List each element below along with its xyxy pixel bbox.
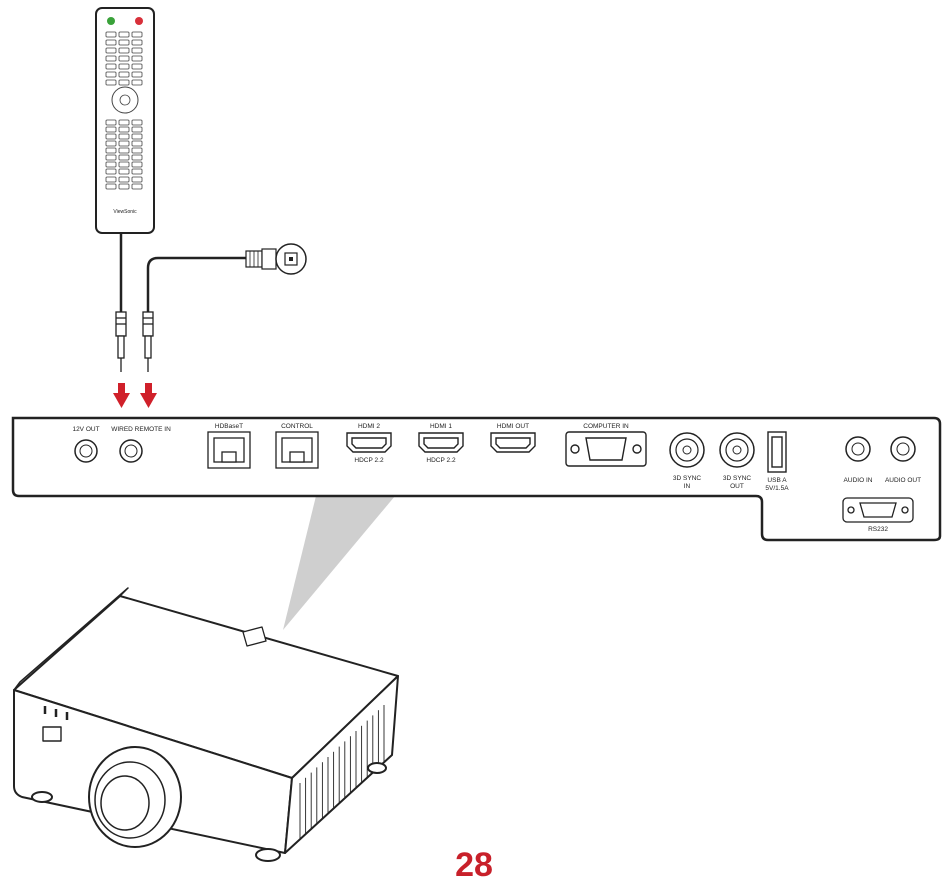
power-on-button-icon bbox=[107, 17, 115, 25]
wired-remote-in-jack-icon bbox=[119, 439, 143, 463]
remote-keypad bbox=[105, 31, 143, 190]
ir-receiver-cable bbox=[146, 256, 248, 312]
zoom-callout bbox=[283, 496, 395, 630]
port-label-usb-a-1: USB A bbox=[767, 477, 787, 484]
insert-arrow-icon bbox=[140, 383, 157, 408]
hdmi-1-port-icon bbox=[418, 432, 464, 453]
rs232-port-icon bbox=[842, 497, 914, 523]
ir-receiver-icon bbox=[245, 243, 307, 275]
audio-out-jack-icon bbox=[890, 436, 916, 462]
port-label-3d-sync-out-1: 3D SYNC bbox=[723, 475, 751, 482]
port-sublabel-hdmi-2: HDCP 2.2 bbox=[354, 457, 384, 464]
port-label-hdmi-2: HDMI 2 bbox=[358, 423, 380, 430]
port-label-rs232: RS232 bbox=[868, 526, 888, 533]
hdmi-2-port-icon bbox=[346, 432, 392, 453]
port-label-computer-in: COMPUTER IN bbox=[583, 423, 629, 430]
page-number: 28 bbox=[455, 846, 493, 884]
port-label-audio-out: AUDIO OUT bbox=[885, 477, 921, 484]
io-panel: 12V OUT WIRED REMOTE IN HDBaseT CONTROL … bbox=[11, 416, 942, 542]
projector-illustration bbox=[13, 587, 399, 862]
12v-out-jack-icon bbox=[74, 439, 98, 463]
hdbaset-port-icon bbox=[207, 431, 251, 469]
port-sublabel-hdmi-1: HDCP 2.2 bbox=[426, 457, 456, 464]
remote-control: ViewSonic bbox=[95, 7, 155, 234]
computer-in-vga-port-icon bbox=[565, 431, 647, 467]
3d-sync-in-port-icon bbox=[669, 432, 705, 468]
remote-brand-label: ViewSonic bbox=[113, 209, 137, 215]
insert-arrow-icon bbox=[113, 383, 130, 408]
port-label-hdbaset: HDBaseT bbox=[215, 423, 243, 430]
port-label-usb-a-2: 5V/1.5A bbox=[765, 485, 789, 492]
port-label-3d-sync-in-2: IN bbox=[684, 483, 691, 490]
jack-plug-left bbox=[115, 311, 127, 372]
port-label-12v-out: 12V OUT bbox=[72, 426, 99, 433]
hdmi-out-port-icon bbox=[490, 432, 536, 453]
port-label-audio-in: AUDIO IN bbox=[844, 477, 873, 484]
power-off-button-icon bbox=[135, 17, 143, 25]
port-label-3d-sync-in-1: 3D SYNC bbox=[673, 475, 701, 482]
port-label-hdmi-1: HDMI 1 bbox=[430, 423, 452, 430]
control-port-icon bbox=[275, 431, 319, 469]
3d-sync-out-port-icon bbox=[719, 432, 755, 468]
usb-a-port-icon bbox=[767, 431, 787, 473]
port-label-control: CONTROL bbox=[281, 423, 313, 430]
port-label-wired-remote-in: WIRED REMOTE IN bbox=[111, 426, 171, 433]
port-label-3d-sync-out-2: OUT bbox=[730, 483, 744, 490]
audio-in-jack-icon bbox=[845, 436, 871, 462]
port-label-hdmi-out: HDMI OUT bbox=[497, 423, 529, 430]
remote-dpad-icon bbox=[111, 86, 139, 114]
jack-plug-right bbox=[142, 311, 154, 372]
